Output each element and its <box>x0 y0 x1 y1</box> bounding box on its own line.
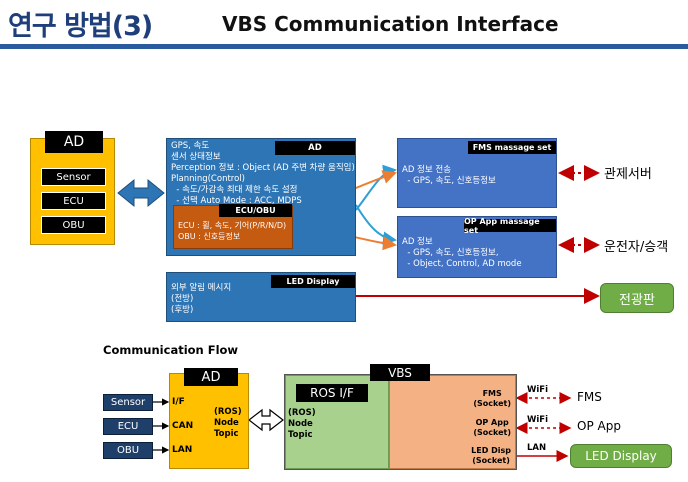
ecu-obu-text: ECU : 휠, 속도, 기어(P/R/N/D) OBU : 신호등정보 <box>178 221 287 241</box>
flow-ad-header: AD <box>184 368 238 386</box>
led-text: 외부 알림 메시지 (전방) (후방) <box>171 283 232 315</box>
ad-left-ecu: ECU <box>41 192 106 210</box>
ad-left-header: AD <box>45 131 103 153</box>
title-underline <box>0 44 688 49</box>
ad-main-box: AD GPS, 속도 센서 상태정보 Perception 정보 : Objec… <box>166 138 356 256</box>
vbs-socket-panel: FMS (Socket) OP App (Socket) LED Disp (S… <box>389 375 516 469</box>
fms-box: FMS massage set AD 정보 전송 - GPS, 속도, 신호등정… <box>397 138 557 208</box>
vbs-ros-panel: ROS I/F (ROS) Node Topic <box>285 375 389 469</box>
target-server: 관제서버 <box>604 167 652 182</box>
ad-left-box: AD Sensor ECU OBU <box>30 131 115 245</box>
fms-text: AD 정보 전송 - GPS, 속도, 신호등정보 <box>402 165 496 186</box>
double-arrow-bottom <box>248 408 284 432</box>
flow-port-lan: LAN <box>172 445 193 455</box>
socket-op: OP App (Socket) <box>473 418 511 437</box>
led-box: LED Display 외부 알림 메시지 (전방) (후방) <box>166 272 356 322</box>
double-arrow-top <box>117 178 165 208</box>
link-label-lan: LAN <box>527 443 547 453</box>
ad-main-text: GPS, 속도 센서 상태정보 Perception 정보 : Object (… <box>171 141 355 206</box>
page-subtitle: VBS Communication Interface <box>222 12 559 36</box>
flow-target-led: LED Display <box>570 444 672 468</box>
flow-input-obu: OBU <box>103 442 153 459</box>
target-board: 전광판 <box>600 283 674 313</box>
vbs-box: ROS I/F (ROS) Node Topic FMS (Socket) OP… <box>284 374 517 470</box>
flow-port-if: I/F <box>172 397 185 407</box>
ecu-obu-header: ECU/OBU <box>219 204 292 217</box>
led-header: LED Display <box>271 275 355 288</box>
curve-cyan-2 <box>355 204 397 246</box>
flow-input-ecu: ECU <box>103 418 153 435</box>
flow-target-op: OP App <box>577 419 621 433</box>
ad-main-header: AD <box>275 141 355 155</box>
flow-title: Communication Flow <box>103 343 239 357</box>
ecu-obu-box: ECU/OBU ECU : 휠, 속도, 기어(P/R/N/D) OBU : 신… <box>173 204 293 249</box>
flow-input-sensor: Sensor <box>103 394 153 411</box>
vbs-ros-if-header: ROS I/F <box>296 384 368 402</box>
flow-target-fms: FMS <box>577 390 602 404</box>
op-header: OP App massage set <box>464 217 556 235</box>
flow-ad-box: AD I/F CAN LAN (ROS) Node Topic <box>169 368 249 469</box>
socket-fms: FMS (Socket) <box>473 389 511 408</box>
fms-header: FMS massage set <box>468 141 556 154</box>
vbs-ros-text: (ROS) Node Topic <box>288 408 316 440</box>
target-driver: 운전자/승객 <box>604 240 669 255</box>
flow-port-can: CAN <box>172 421 194 431</box>
ad-left-sensor: Sensor <box>41 168 106 186</box>
ad-left-obu: OBU <box>41 216 106 234</box>
link-label-wifi-2: WiFi <box>527 415 549 425</box>
op-text: AD 정보 - GPS, 속도, 신호등정보, - Object, Contro… <box>402 237 522 269</box>
socket-led: LED Disp (Socket) <box>471 446 511 465</box>
op-box: OP App massage set AD 정보 - GPS, 속도, 신호등정… <box>397 216 557 278</box>
link-label-wifi-1: WiFi <box>527 385 549 395</box>
flow-ad-ros: (ROS) Node Topic <box>214 407 242 439</box>
page-title: 연구 방법(3) <box>8 11 153 42</box>
vbs-header: VBS <box>370 364 430 381</box>
